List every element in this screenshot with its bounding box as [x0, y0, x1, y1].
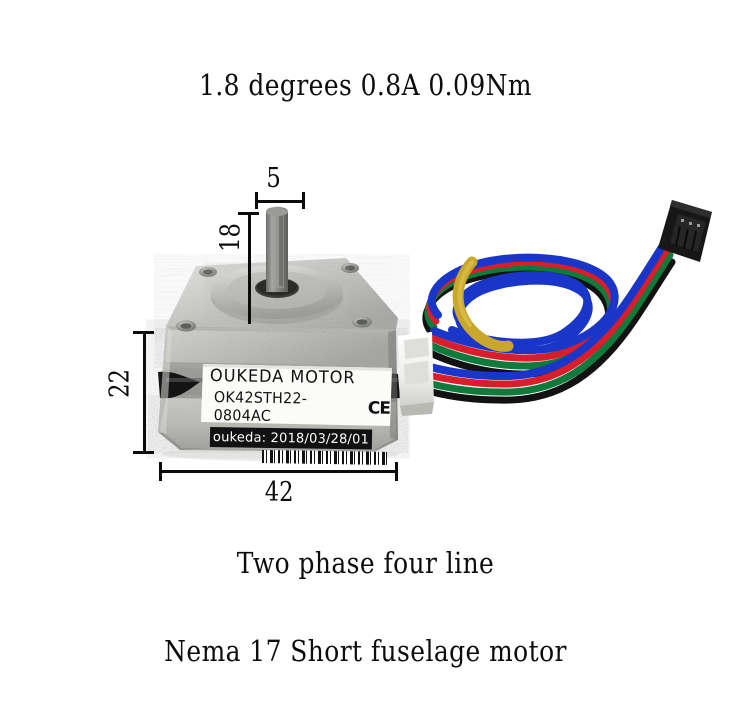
- caption-nema17-short-fuselage: Nema 17 Short fuselage motor: [164, 634, 567, 668]
- dimension-tick-body-height-top: [133, 331, 154, 334]
- dimension-label-shaft-length: 18: [215, 223, 247, 252]
- motor-body: [158, 206, 434, 461]
- dimension-label-body-height: 22: [104, 369, 136, 398]
- dimension-tick-shaft-length-top: [238, 212, 259, 215]
- caption-two-phase-four-line: Two phase four line: [236, 546, 495, 580]
- page-title-spec: 1.8 degrees 0.8A 0.09Nm: [199, 68, 532, 102]
- ce-mark-icon: CE: [367, 398, 391, 419]
- motor-jst-connector: [398, 332, 434, 416]
- dimension-tick-body-width-right: [395, 462, 398, 481]
- dimension-tick-shaft-diameter-right: [302, 192, 305, 209]
- cable-tie: [452, 256, 514, 352]
- wire-harness: [422, 200, 712, 404]
- label-brand: OUKEDA MOTOR: [209, 366, 356, 389]
- motor-shaft: [266, 206, 288, 292]
- dupont-header-connector: [658, 200, 712, 262]
- dimension-line-body-width: [159, 470, 398, 473]
- dimension-line-body-height: [143, 331, 146, 454]
- dimension-label-shaft-diameter: 5: [266, 163, 281, 194]
- dimension-line-shaft-diameter: [255, 200, 305, 203]
- label-batch-line: oukeda: 2018/03/28/01: [212, 430, 370, 448]
- dimension-tick-body-width-left: [159, 462, 162, 481]
- dimension-tick-body-height-bottom: [133, 451, 154, 454]
- label-model-code: OK42STH22-0804AC: [213, 388, 308, 425]
- dimension-label-body-width: 42: [264, 477, 294, 508]
- dimension-line-shaft-length: [248, 212, 251, 324]
- mounting-screws: [176, 263, 372, 332]
- motor-label: [201, 364, 392, 426]
- label-barcode: [261, 450, 388, 465]
- dimension-tick-shaft-diameter-left: [255, 192, 258, 209]
- motor-label-text-group: OUKEDA MOTOR OK42STH22-0804AC CE oukeda:…: [209, 366, 391, 465]
